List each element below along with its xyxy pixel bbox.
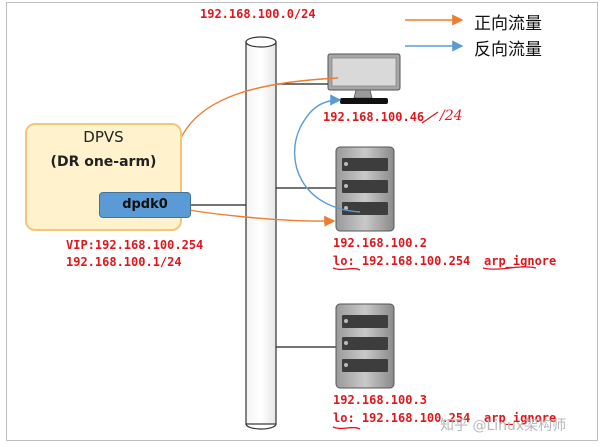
handwritten-annotations — [332, 111, 537, 430]
client-mask-handwritten: /24 — [440, 108, 463, 124]
legend-reverse-label: 反向流量 — [474, 40, 542, 60]
server-1-ip: 192.168.100.2 — [333, 236, 427, 250]
client-monitor-icon — [327, 53, 401, 104]
server-2-lo: lo: 192.168.100.254 — [333, 411, 471, 425]
client-ip: 192.168.100.46 — [323, 110, 425, 124]
dpvs-mode: (DR one-arm) — [50, 154, 157, 170]
network-bus — [245, 36, 277, 430]
legend-forward-label: 正向流量 — [474, 14, 542, 34]
network-subnet-label: 192.168.100.0/24 — [200, 7, 316, 21]
dpvs-title: DPVS — [83, 128, 124, 146]
server-1-icon — [335, 146, 395, 232]
network-wires — [191, 83, 336, 348]
reverse-flow-server-to-client — [293, 94, 361, 213]
dpvs-vip: VIP:192.168.100.254 — [66, 238, 204, 252]
server-2-note: arp_ignore — [484, 411, 557, 425]
dpdk0-interface: dpdk0 — [99, 192, 191, 218]
dpvs-ip: 192.168.100.1/24 — [66, 255, 182, 269]
server-1-lo: lo: 192.168.100.254 — [333, 254, 471, 268]
server-2-icon — [335, 303, 395, 389]
server-2-ip: 192.168.100.3 — [333, 393, 427, 407]
watermark: 知乎 @Linux架构师 — [440, 418, 567, 434]
server-1-note: arp_ignore — [484, 254, 557, 268]
